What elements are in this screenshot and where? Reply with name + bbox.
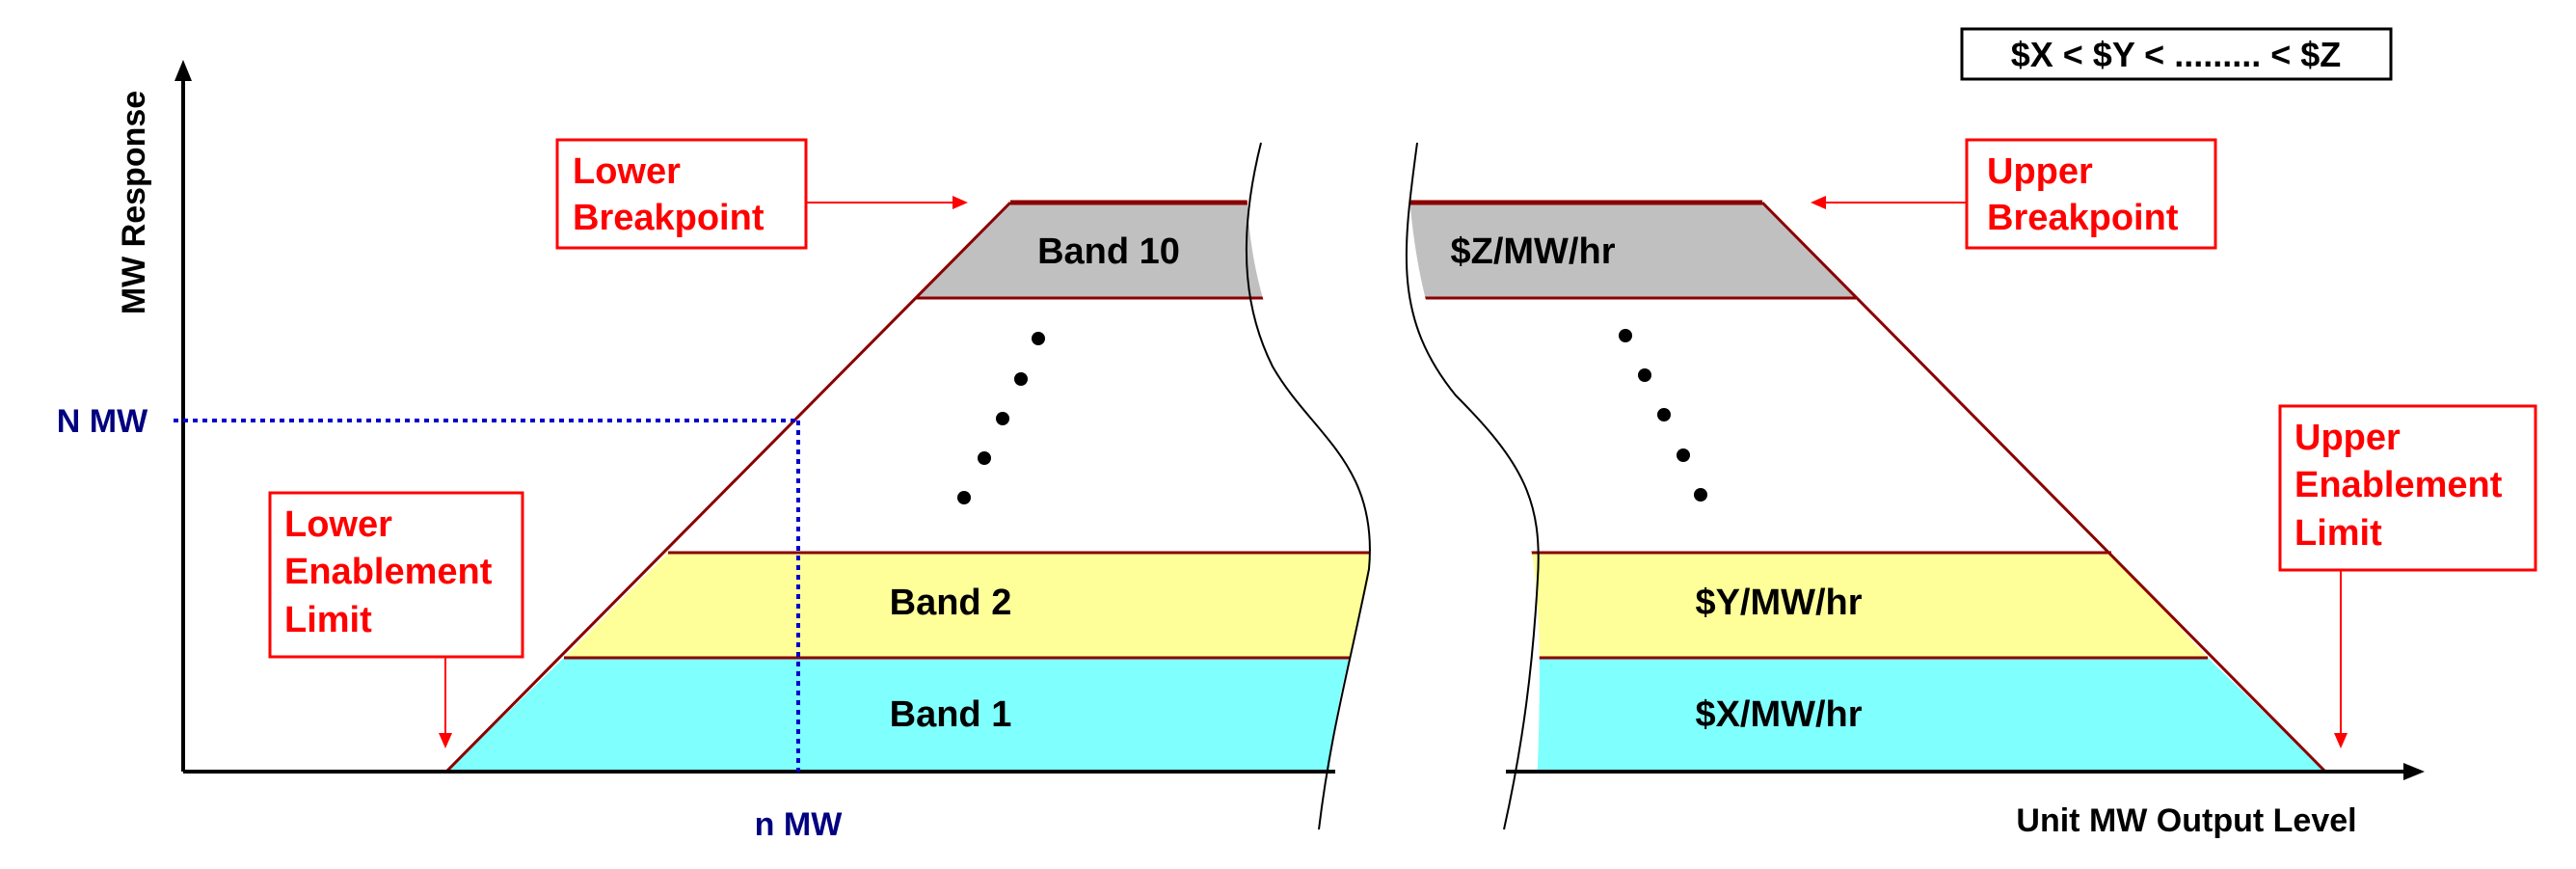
ellipsis-dot [1014,372,1028,386]
band-1-right-label: $X/MW/hr [1695,694,1862,735]
legend-box [1960,27,2393,81]
x-axis-label: Unit MW Output Level [2016,802,2356,839]
callout-line: Enablement [2294,465,2503,505]
ellipsis-dot [996,412,1009,425]
ellipsis-dot [1638,368,1651,382]
left-band-group [444,200,1370,774]
band-1-left-label: Band 1 [890,694,1012,735]
lower-enablement-limit-callout: Lower Enablement Limit [268,491,524,748]
callout-line: Lower [284,504,392,545]
band-1-left [446,658,1370,772]
ellipsis-dot [1032,332,1045,345]
callout-line: Breakpoint [573,198,765,238]
band-10-right-label: $Z/MW/hr [1451,231,1616,272]
y-axis-label: MW Response [116,91,152,314]
ellipsis-dot [1677,448,1690,462]
callout-arrowhead [1811,196,1826,209]
callout-box [1965,138,2217,250]
callout-box [2278,404,2537,572]
callout-line: Enablement [284,552,493,592]
callout-line: Limit [284,600,372,640]
right-ramp-edge [1760,201,2327,774]
x-axis-arrowhead [2403,763,2425,780]
ellipsis-dot [957,491,971,504]
callout-arrowhead [2334,733,2348,748]
ellipsis-dot [1619,329,1632,342]
callout-box [268,491,524,659]
right-ellipsis-dots [1619,329,1707,502]
legend-text: $X < $Y < ......... < $Z [2011,35,2342,74]
band-2-left-label: Band 2 [890,583,1012,623]
band-2-right [1407,553,2208,658]
callout-line: Limit [2294,513,2382,554]
n-mw-x-value: n MW [755,806,844,843]
callout-line: Breakpoint [1987,198,2179,238]
band-2-left [564,553,1370,658]
callout-line: Upper [1987,151,2093,192]
upper-breakpoint-callout: Upper Breakpoint [1811,138,2217,250]
callout-arrowhead [953,196,968,209]
band-1-right [1407,658,2325,772]
callout-arrowhead [439,733,452,748]
price-order-legend: $X < $Y < ......... < $Z [1960,27,2393,81]
ellipsis-dot [1657,408,1671,421]
left-break-curve [1245,142,1371,830]
left-ellipsis-dots [957,332,1045,504]
upper-enablement-limit-callout: Upper Enablement Limit [2278,404,2537,748]
y-axis-arrowhead [174,60,192,81]
callout-box [555,138,808,250]
right-band-group [1407,200,2327,774]
band-10-right [1407,203,1856,298]
callout-line: Lower [573,151,681,192]
ellipsis-dot [1694,488,1707,502]
lower-breakpoint-callout: Lower Breakpoint [555,138,968,250]
ellipsis-dot [978,451,991,465]
n-mw-y-value: N MW [57,403,148,440]
band-2-right-label: $Y/MW/hr [1695,583,1862,623]
right-break-curve [1405,142,1540,830]
band-10-left-label: Band 10 [1037,231,1180,272]
callout-line: Upper [2294,418,2401,458]
